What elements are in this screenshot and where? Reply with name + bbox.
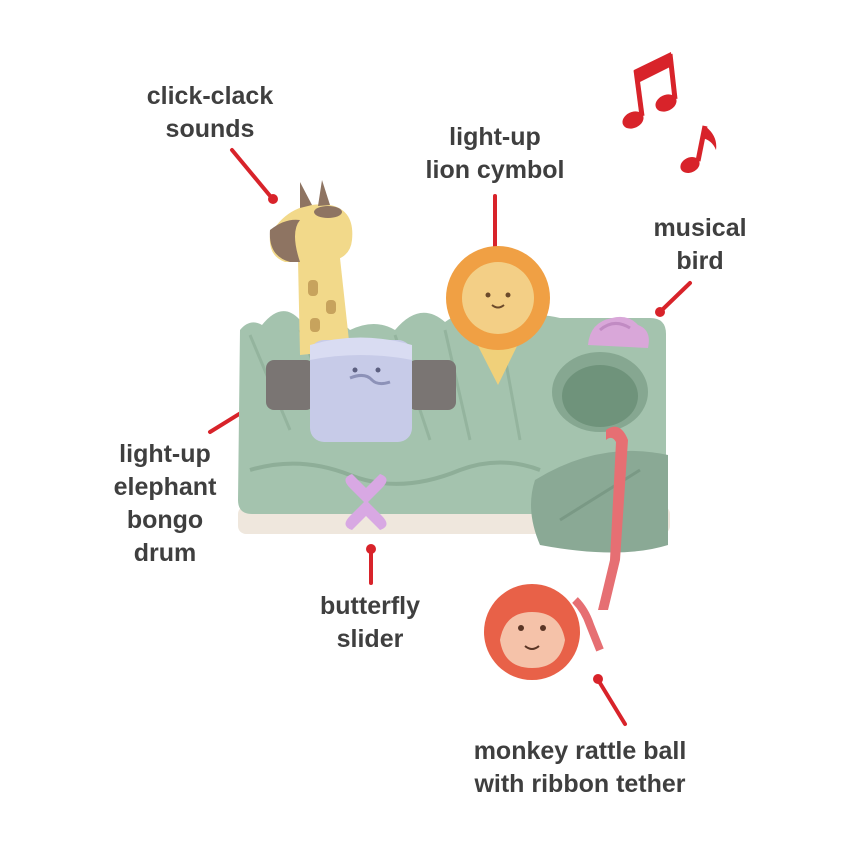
- callout-musical-bird: musical bird: [653, 214, 747, 275]
- callout-butterfly-slider: butterfly slider: [320, 592, 420, 653]
- musical-bird: [588, 316, 649, 348]
- callout-monkey-ball: monkey rattle ball with ribbon tether: [473, 737, 687, 798]
- butterfly-slider: [345, 474, 387, 530]
- pointer-click-clack: [230, 148, 273, 199]
- pointer-bird: [660, 281, 692, 312]
- pointer-dot-icon: [366, 544, 376, 554]
- pointer-dot-icon: [268, 194, 278, 204]
- callout-click-clack: click-clack sounds: [146, 82, 274, 143]
- elephant-bongo-drum: [266, 337, 456, 442]
- monkey-rattle-ball: [484, 584, 604, 680]
- pointer-monkey: [598, 681, 627, 726]
- giraffe-figure: [269, 180, 353, 355]
- callout-lion-cymbol: light-up lion cymbol: [425, 123, 565, 184]
- lion-cymbal: [446, 246, 550, 385]
- pointer-dot-icon: [655, 307, 665, 317]
- callout-elephant-drum: light-up elephant bongo drum: [113, 440, 217, 567]
- ribbon-tether: [598, 426, 628, 610]
- music-notes-icon: [622, 52, 717, 174]
- pointer-dot-icon: [593, 674, 603, 684]
